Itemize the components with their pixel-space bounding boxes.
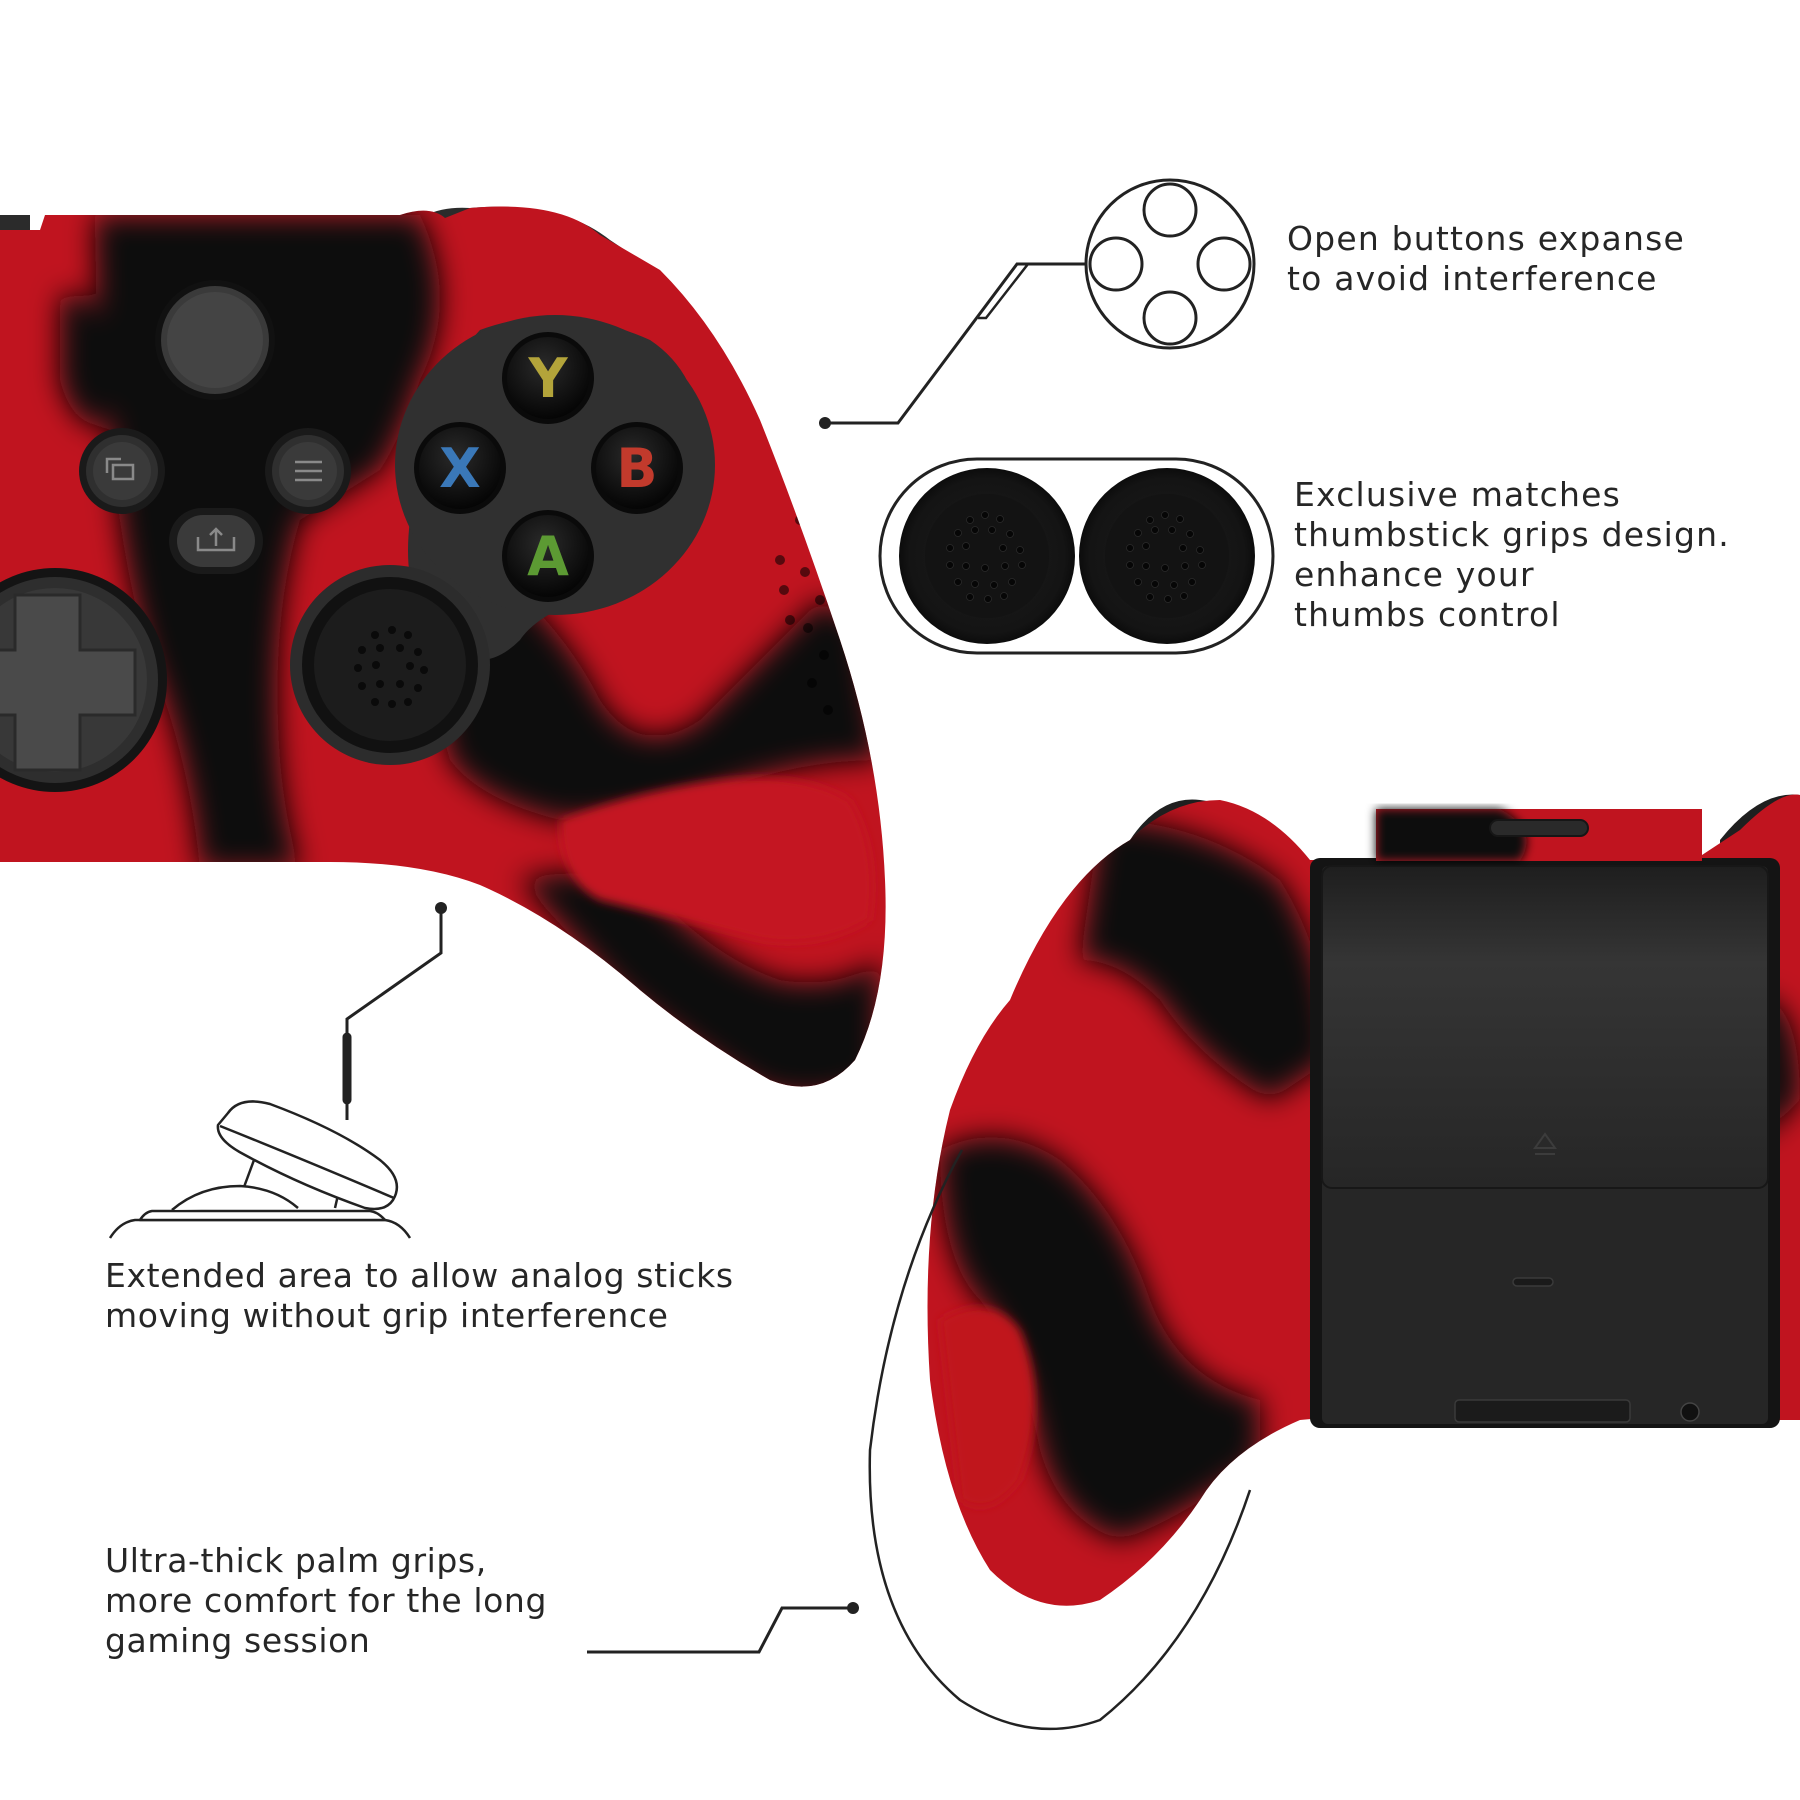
menu-button[interactable] [265, 428, 351, 514]
button-label-b: B [616, 437, 657, 500]
button-label-a: A [527, 525, 569, 588]
usb-port [1454, 1399, 1631, 1423]
dpad[interactable] [0, 568, 167, 792]
caption-line: to avoid interference [1287, 259, 1658, 298]
caption-line: Ultra-thick palm grips, [105, 1541, 487, 1580]
caption-palm-grips: Ultra-thick palm grips, more comfort for… [105, 1541, 547, 1661]
caption-line: Extended area to allow analog sticks [105, 1256, 734, 1295]
caption-line: Open buttons expanse [1287, 219, 1685, 258]
caption-line: Exclusive matches [1294, 475, 1621, 514]
caption-extended-area: Extended area to allow analog sticks mov… [105, 1256, 734, 1336]
controller-front: Y X B A [0, 206, 886, 1087]
right-thumbstick[interactable] [290, 565, 490, 765]
face-button-x[interactable]: X [414, 422, 506, 514]
face-button-a[interactable]: A [502, 510, 594, 602]
analog-stick-outline-icon [108, 1100, 412, 1239]
pair-button[interactable] [1489, 819, 1589, 837]
caption-thumbstick-grips: Exclusive matches thumbstick grips desig… [1294, 475, 1730, 635]
view-icon [105, 457, 135, 481]
share-icon [196, 527, 236, 552]
caption-line: gaming session [105, 1621, 371, 1660]
caption-line: thumbs control [1294, 595, 1561, 634]
thumbstick-grips-icon [878, 457, 1275, 655]
face-button-y[interactable]: Y [502, 332, 594, 424]
controller-back [927, 794, 1800, 1606]
share-button[interactable] [169, 508, 263, 574]
button-label-y: Y [527, 347, 568, 410]
caption-line: moving without grip interference [105, 1296, 669, 1335]
caption-line: enhance your [1294, 555, 1535, 594]
battery-cover[interactable] [1321, 865, 1769, 1189]
callout-lines [342, 262, 1252, 1731]
face-button-b[interactable]: B [591, 422, 683, 514]
headset-jack [1680, 1402, 1700, 1422]
battery-slot-mark [1512, 1277, 1554, 1287]
view-button[interactable] [79, 428, 165, 514]
xbox-guide-button[interactable] [155, 280, 275, 400]
eject-icon [1533, 1132, 1557, 1155]
menu-icon [295, 460, 322, 482]
face-buttons-outline-icon [1084, 178, 1256, 350]
caption-line: more comfort for the long [105, 1581, 547, 1620]
caption-open-buttons: Open buttons expanse to avoid interferen… [1287, 219, 1685, 299]
button-label-x: X [439, 437, 481, 500]
caption-line: thumbstick grips design. [1294, 515, 1730, 554]
